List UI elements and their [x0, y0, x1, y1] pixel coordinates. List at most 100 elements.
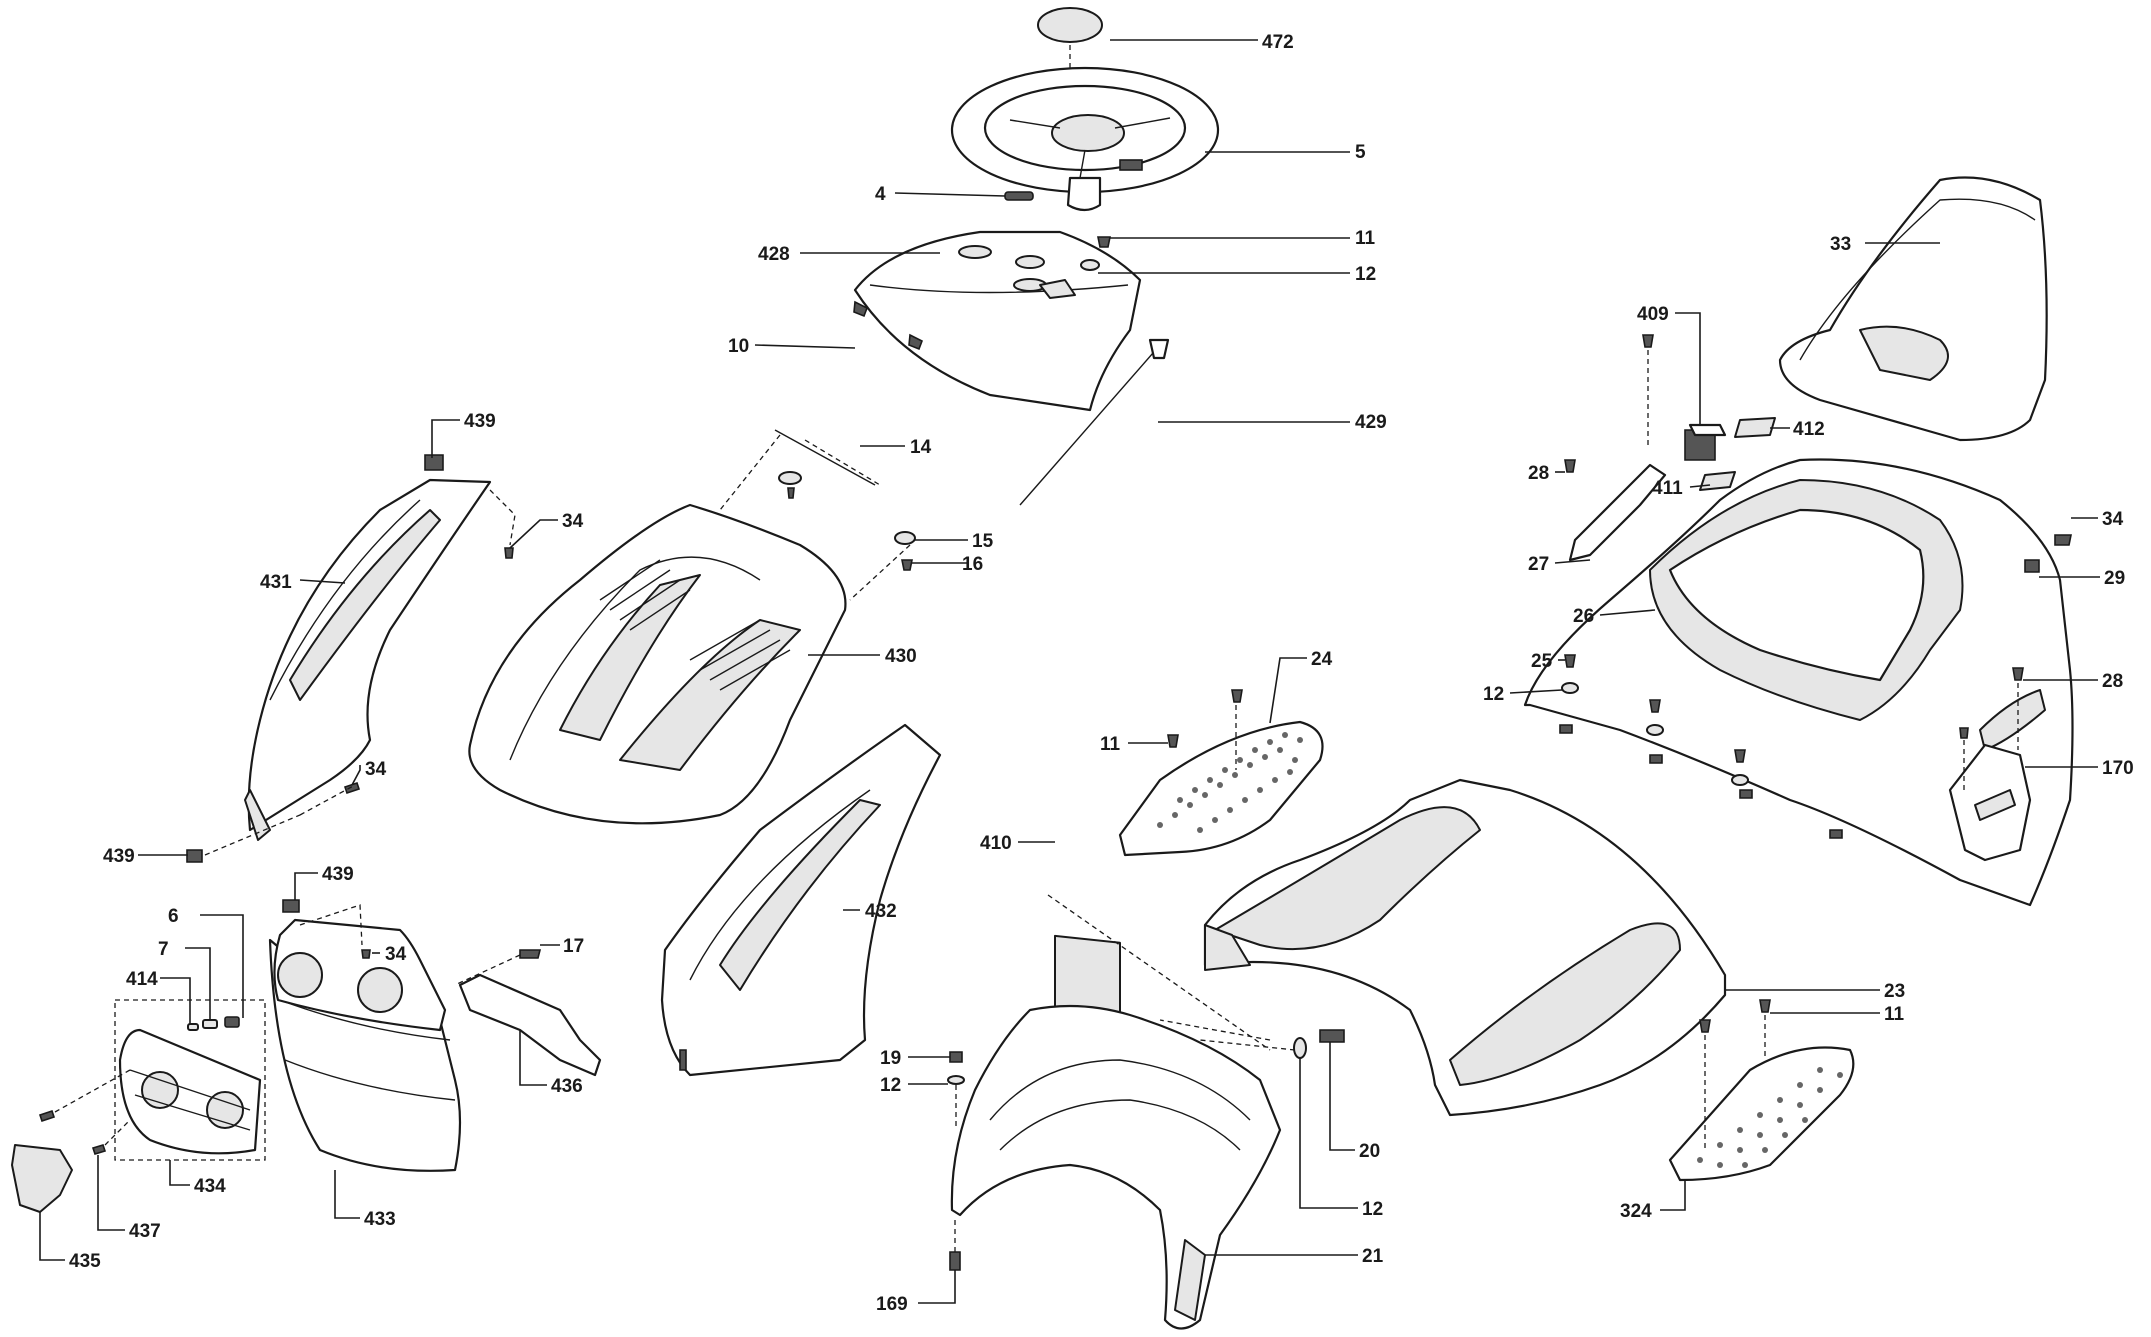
screws-25-12 [1561, 654, 1749, 786]
callout-437: 437 [129, 1221, 161, 1242]
leader-lines [39, 39, 2100, 1304]
callout-25: 25 [1531, 651, 1553, 672]
callout-12-bottom: 12 [1362, 1199, 1383, 1220]
callout-14: 14 [910, 437, 932, 458]
screws-24 [1167, 689, 1243, 770]
side-panel-432 [660, 723, 942, 1077]
rear-fender-23 [1203, 778, 1727, 1117]
decal-411 [1699, 471, 1736, 491]
callout-429: 429 [1355, 412, 1387, 433]
callout-431: 431 [260, 572, 292, 593]
front-fender-21 [950, 1004, 1282, 1330]
callout-34-d: 34 [2102, 509, 2124, 530]
fender-dashed-guides [1047, 894, 1271, 1051]
callout-6: 6 [168, 906, 179, 927]
callout-15: 15 [972, 531, 994, 552]
callout-labels: 472 5 4 11 12 428 10 429 14 15 16 430 43… [69, 32, 2134, 1315]
hood-dashed-guides [719, 434, 911, 601]
seat-33 [1778, 176, 2048, 442]
light-bulbs-6-7-414 [187, 1016, 240, 1031]
callout-34-b: 34 [365, 759, 387, 780]
steering-wheel-5 [950, 66, 1220, 212]
callout-24: 24 [1311, 649, 1333, 670]
screw-34-d [2054, 534, 2072, 546]
screw-11-top [1097, 236, 1111, 248]
callout-33: 33 [1830, 234, 1851, 255]
callout-433: 433 [364, 1209, 396, 1230]
screw-17 [454, 949, 542, 986]
screw-169 [949, 1220, 961, 1271]
headlight-cover-435 [11, 1144, 73, 1213]
callout-434: 434 [194, 1176, 226, 1197]
callout-7: 7 [158, 939, 169, 960]
decal-412 [1734, 417, 1776, 438]
dipstick-429 [1019, 338, 1170, 506]
washer-12-top [1080, 259, 1100, 271]
screw-34-c [299, 904, 371, 959]
screws-19-12-left [947, 1051, 965, 1130]
callout-169: 169 [876, 1294, 908, 1315]
callout-439-b: 439 [103, 846, 135, 867]
callout-12-top: 12 [1355, 264, 1376, 285]
callout-11-top: 11 [1355, 228, 1376, 249]
callout-5: 5 [1355, 142, 1366, 163]
callout-324: 324 [1620, 1201, 1652, 1222]
callout-436: 436 [551, 1076, 583, 1097]
body-shell-26 [1523, 458, 2074, 907]
grille-frame-433 [273, 918, 447, 1032]
callout-23: 23 [1884, 981, 1905, 1002]
callout-428: 428 [758, 244, 790, 265]
callout-411: 411 [1652, 478, 1683, 499]
callout-28-b: 28 [2102, 671, 2123, 692]
pin-4 [1004, 191, 1034, 201]
grille-434 [114, 999, 266, 1161]
callout-19: 19 [880, 1048, 901, 1069]
callout-28-a: 28 [1528, 463, 1549, 484]
hood-430 [468, 503, 847, 825]
bracket-436 [458, 973, 602, 1077]
callout-430: 430 [885, 646, 917, 667]
callout-26: 26 [1573, 606, 1594, 627]
callout-27: 27 [1528, 554, 1549, 575]
callout-432: 432 [865, 901, 897, 922]
footrest-24 [1118, 720, 1324, 857]
callout-11-right: 11 [1884, 1004, 1905, 1025]
steering-cap-472 [1037, 7, 1103, 110]
callout-34-c: 34 [385, 944, 407, 965]
callout-472: 472 [1262, 32, 1294, 53]
clip-439-bottom [186, 784, 356, 863]
callout-21: 21 [1362, 1246, 1384, 1267]
callout-435: 435 [69, 1251, 101, 1272]
screws-324 [1699, 999, 1771, 1150]
callout-34-a: 34 [562, 511, 584, 532]
bolt-20 [1159, 1019, 1345, 1059]
clip-439-top [424, 454, 444, 471]
callout-439-a: 439 [464, 411, 496, 432]
callout-16: 16 [962, 554, 983, 575]
callout-20: 20 [1359, 1141, 1380, 1162]
screw-28-left [1564, 459, 1576, 473]
washer-14 [778, 471, 802, 499]
callout-4: 4 [875, 184, 886, 205]
screw-10 [853, 300, 924, 351]
callout-12-mid: 12 [1483, 684, 1504, 705]
callout-439-c: 439 [322, 864, 354, 885]
washer-15 [894, 531, 916, 545]
callout-412: 412 [1793, 419, 1825, 440]
bracket-27 [1568, 463, 1667, 562]
screw-16 [901, 559, 913, 571]
callout-170: 170 [2102, 758, 2134, 779]
callout-414: 414 [126, 969, 158, 990]
switch-409 [1684, 423, 1727, 461]
rod-14 [774, 429, 876, 486]
nut-29 [2024, 559, 2040, 573]
screw-437 [38, 1069, 131, 1155]
clip-439-grille [282, 899, 300, 913]
side-panel-431 [244, 478, 492, 841]
panel-170 [1948, 727, 2032, 862]
screw-28-top [1642, 334, 1654, 445]
callout-11-mid: 11 [1100, 734, 1121, 755]
screw-28-right [2012, 667, 2024, 750]
callout-17: 17 [563, 936, 584, 957]
